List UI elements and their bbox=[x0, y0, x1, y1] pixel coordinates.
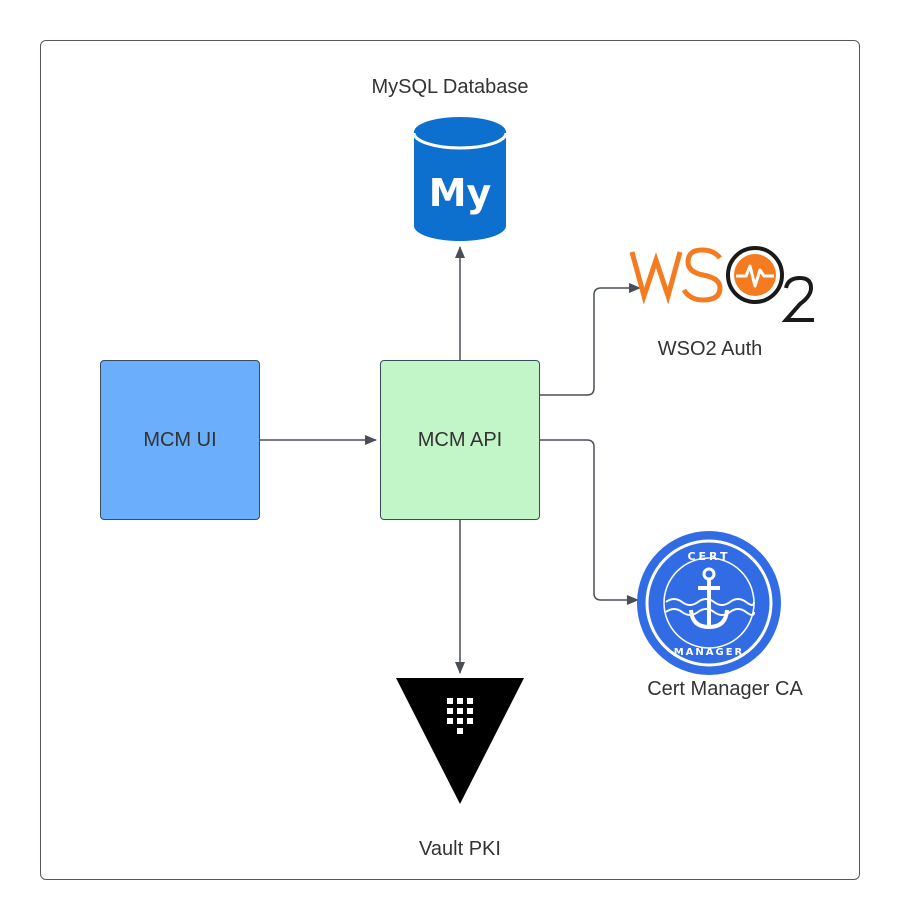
mcm-ui-node: MCM UI bbox=[100, 360, 260, 520]
wso2-auth-label: WSO2 Auth bbox=[657, 338, 763, 360]
mysql-logo-text: My bbox=[429, 171, 492, 215]
edge-api-to-cert bbox=[540, 439, 639, 605]
cert-manager-logo-icon: CERT MANAGER bbox=[637, 531, 781, 675]
mysql-database-label: MySQL Database bbox=[371, 76, 529, 98]
mcm-ui-label: MCM UI bbox=[143, 428, 217, 451]
mcm-api-label: MCM API bbox=[417, 428, 503, 451]
cert-badge-bottom-text: MANAGER bbox=[674, 647, 745, 658]
wso2-logo-icon bbox=[629, 246, 814, 322]
mysql-database-icon: My bbox=[413, 117, 507, 241]
cert-manager-label: Cert Manager CA bbox=[647, 678, 803, 700]
edge-api-to-wso2 bbox=[540, 283, 641, 396]
vault-logo-icon bbox=[396, 678, 524, 804]
mcm-api-node: MCM API bbox=[380, 360, 540, 520]
cert-badge-top-text: CERT bbox=[687, 550, 730, 563]
vault-pki-label: Vault PKI bbox=[419, 838, 501, 860]
diagram-frame bbox=[40, 40, 860, 880]
